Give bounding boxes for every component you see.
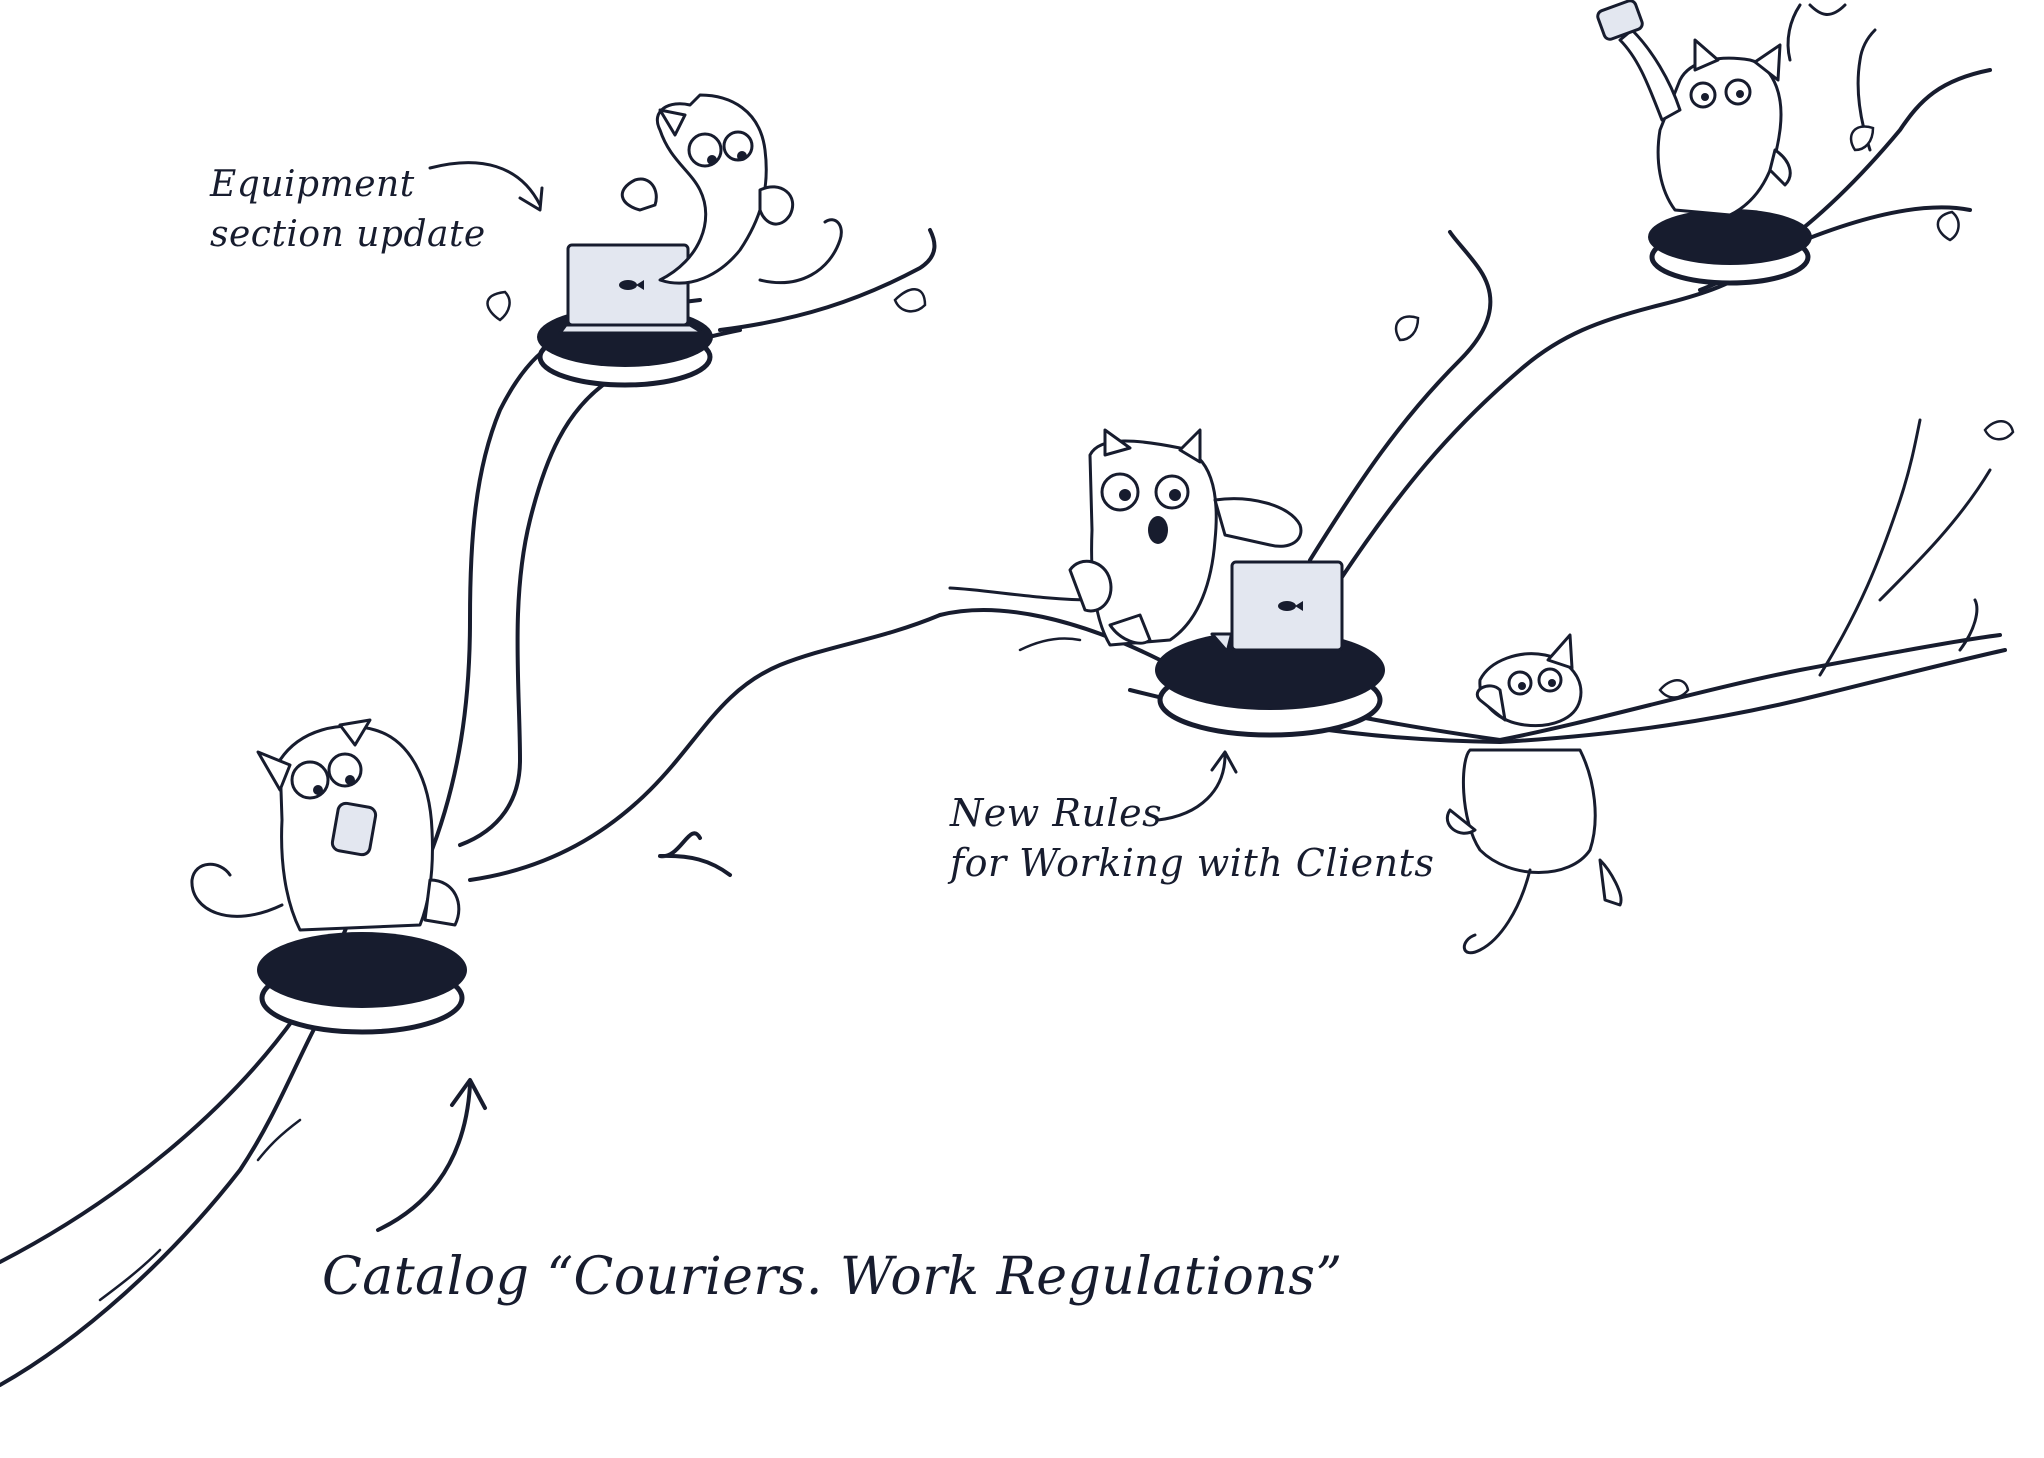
cat-icon [621, 93, 843, 285]
leaf-icon [1936, 210, 1960, 242]
cat-icon [948, 428, 1303, 647]
rules-label-line1: New Rules [950, 791, 1163, 835]
equipment-label-line1: Equipment [210, 164, 415, 205]
equipment-label-line2: section update [210, 214, 486, 255]
rules-label-line2: for Working with Clients [950, 841, 1435, 885]
robot-vacuum-icon [1648, 209, 1812, 286]
leaves [486, 125, 2015, 699]
fish-logo-icon [619, 280, 644, 290]
catalog-label: Catalog “Couriers. Work Regulations” [322, 1247, 1343, 1307]
robot-vacuum-icon [257, 932, 467, 1035]
laptop [558, 243, 705, 335]
leaf-icon [1658, 679, 1690, 699]
leaf-icon [486, 290, 511, 322]
phone-icon [1596, 0, 1644, 41]
leaf-icon [1849, 125, 1875, 152]
equipment-label: Equipment section update [210, 160, 486, 260]
arrow-icon [376, 1078, 487, 1232]
leaf-icon [893, 288, 927, 313]
leaf-icon [1394, 315, 1420, 342]
arrow-icon [1156, 750, 1238, 822]
fish-logo-icon [1278, 601, 1303, 611]
cat-icon [1596, 0, 1792, 217]
cat-icon [190, 718, 461, 932]
leaf-icon [1983, 420, 2015, 441]
laptop [1210, 560, 1344, 652]
cat-icon [1446, 633, 1623, 955]
phone-icon [330, 801, 378, 857]
rules-label: New Rules for Working with Clients [950, 788, 1434, 888]
arrow-icon [428, 161, 544, 212]
